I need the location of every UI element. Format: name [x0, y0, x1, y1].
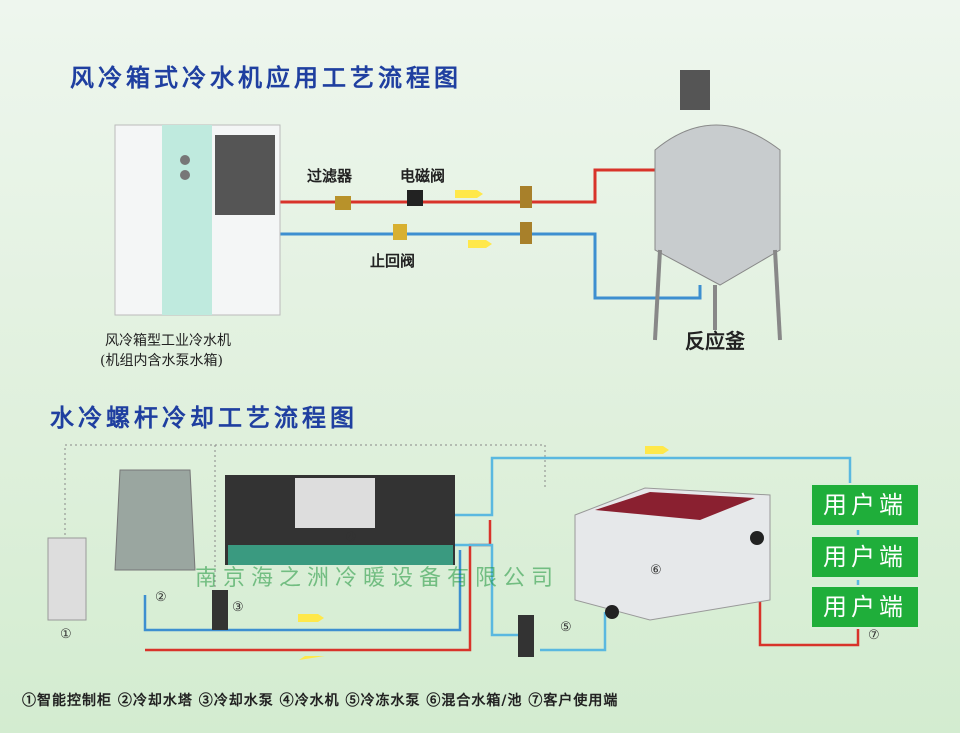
filter-icon: [335, 196, 351, 210]
chilled-return-pipe: [455, 543, 525, 637]
solenoid-valve-label: 电磁阀: [400, 167, 446, 185]
label-6: ⑥: [650, 563, 662, 578]
solenoid-valve-icon: [407, 190, 423, 206]
chiller-fan-grille: [215, 135, 275, 215]
cooling-water-return: [143, 550, 462, 632]
chilled-supply-pipe: [455, 456, 852, 517]
supply-pipe: [272, 168, 655, 204]
gate-valve-icon: [520, 222, 532, 244]
cooling-pump-icon: [212, 590, 228, 630]
chiller-caption: 风冷箱型工业冷水机: [105, 333, 231, 349]
label-2: ②: [155, 590, 167, 605]
cooling-tower: [114, 469, 196, 571]
company-watermark: 南京海之洲冷暖设备有限公司: [195, 566, 560, 591]
top-diagram-title: 风冷箱式冷水机应用工艺流程图: [70, 63, 462, 92]
user-terminal: 用户端: [810, 535, 920, 579]
flow-arrow-icon: [298, 614, 324, 622]
reactor-vessel: [653, 70, 782, 341]
flow-arrow-icon: [645, 446, 669, 454]
gauge-icon: [180, 170, 190, 180]
tank-outlet-pipe: [540, 612, 607, 652]
check-valve-icon: [393, 224, 407, 240]
control-cabinet: [47, 537, 87, 621]
bottom-diagram-title: 水冷螺杆冷却工艺流程图: [50, 403, 358, 432]
chiller-panel: [162, 125, 212, 315]
gauge-icon: [180, 155, 190, 165]
chilled-pump-icon: [518, 615, 534, 657]
chiller-caption-note: (机组内含水泵水箱): [100, 353, 223, 369]
mixing-tank: [574, 487, 771, 621]
user-terminal: 用户端: [810, 483, 920, 527]
user-terminal: 用户端: [810, 585, 920, 629]
flow-arrow-icon: [299, 656, 325, 660]
return-pipe: [272, 232, 702, 300]
flow-arrow-icon: [468, 240, 492, 248]
label-3: ③: [232, 600, 244, 615]
water-cooled-chiller: [225, 475, 455, 565]
flow-arrow-icon: [455, 190, 483, 198]
label-1: ①: [60, 627, 72, 642]
label-4: ④: [345, 530, 357, 545]
gate-valve-icon: [520, 186, 532, 208]
reactor-label: 反应釜: [685, 329, 745, 353]
legend: ①智能控制柜 ②冷却水塔 ③冷却水泵 ④冷水机 ⑤冷冻水泵 ⑥混合水箱/池 ⑦客…: [22, 693, 619, 709]
check-valve-label: 止回阀: [370, 252, 416, 270]
control-wiring: [64, 444, 546, 600]
filter-label: 过滤器: [307, 167, 353, 185]
label-7: ⑦: [868, 628, 880, 643]
label-5: ⑤: [560, 620, 572, 635]
